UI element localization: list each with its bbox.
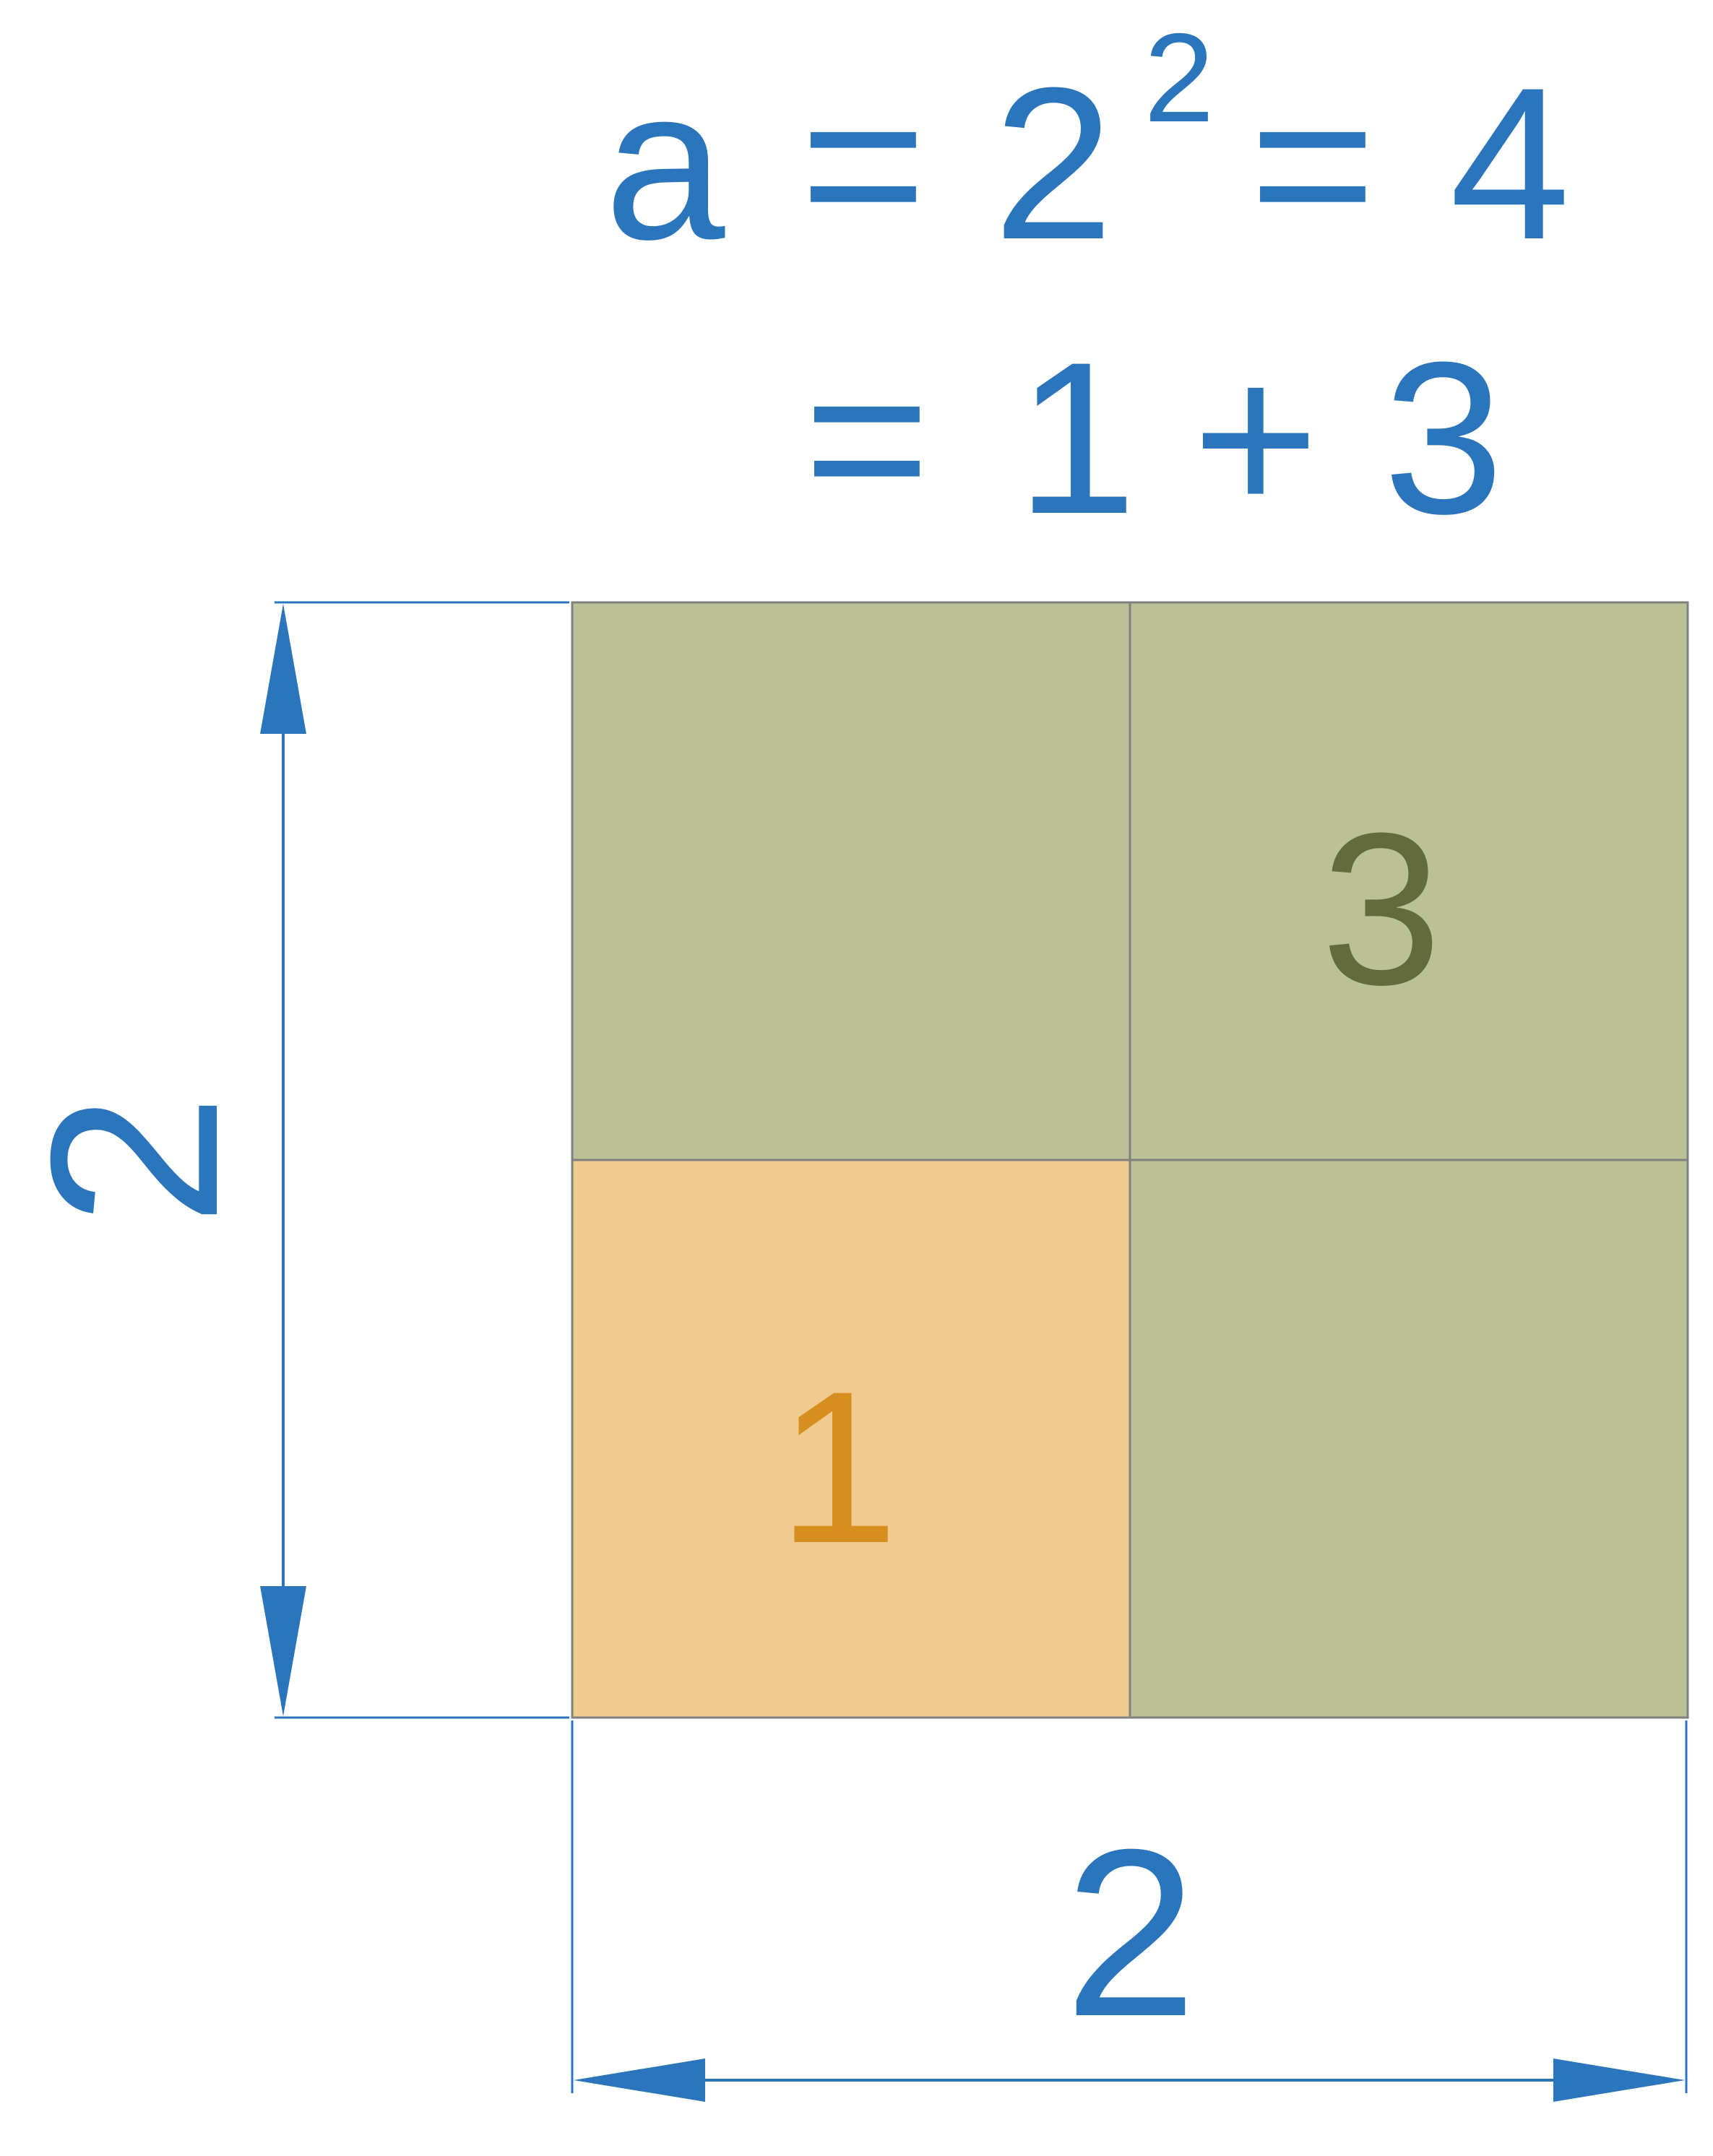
formula-line-1: a = 2 2 = 4 <box>605 8 1571 285</box>
formula-equals-2: = <box>1249 42 1376 285</box>
width-arrow-left <box>574 2058 705 2102</box>
square-bottom-right <box>1129 1159 1689 1719</box>
formula-term-1: 1 <box>1017 316 1137 559</box>
formula-equals-1: = <box>800 42 926 285</box>
formula-result: 4 <box>1450 42 1571 285</box>
formula-line-2: = 1 + 3 <box>803 316 1503 559</box>
label-one: 1 <box>778 1346 899 1588</box>
square-bottom-left <box>571 1159 1131 1719</box>
unit-square-grid <box>571 601 1689 1719</box>
height-arrow-up <box>260 604 306 734</box>
formula-term-2: 3 <box>1384 316 1504 559</box>
square-top-left <box>571 601 1131 1161</box>
height-label: 2 <box>1 1094 267 1226</box>
square-top-right <box>1129 601 1689 1161</box>
width-arrow-right <box>1553 2058 1685 2102</box>
formula-exponent: 2 <box>1144 8 1214 149</box>
width-label: 2 <box>1064 1799 1197 2066</box>
width-dimension: 2 <box>571 1720 1688 2102</box>
height-arrow-down <box>260 1586 306 1716</box>
label-three: 3 <box>1321 787 1442 1030</box>
formula-plus: + <box>1192 316 1319 559</box>
formula-equals-3: = <box>803 316 930 559</box>
formula-base: 2 <box>993 42 1114 285</box>
formula-variable: a <box>605 42 727 285</box>
height-dimension: 2 <box>1 601 569 1719</box>
